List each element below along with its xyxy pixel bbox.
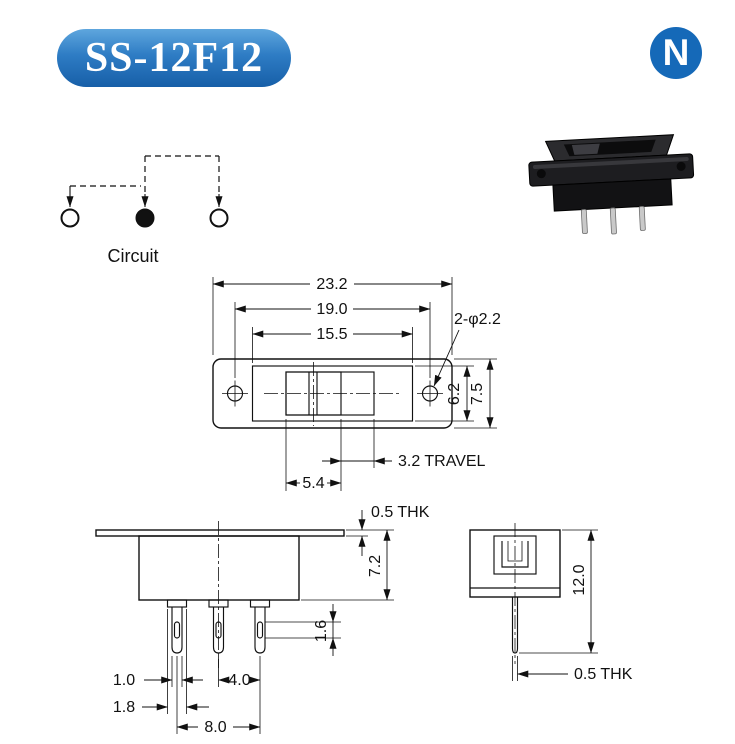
dim-pin-width: 1.0 (113, 656, 203, 689)
dim-pin-hole: 1.6 (265, 604, 341, 656)
circuit-diagram: Circuit (60, 155, 229, 266)
dim-plate-thickness-label: 0.5 THK (371, 504, 430, 521)
dim-boss-width-label: 1.8 (113, 699, 135, 716)
mounting-hole-photo-left (536, 169, 546, 179)
dim-flange-depth-label: 7.5 (469, 383, 486, 405)
dim-total-height: 12.0 (519, 529, 598, 654)
end-view-drawing: 12.0 0.5 THK (469, 523, 633, 683)
dim-pin-span: 8.0 (176, 656, 261, 736)
pin-left (171, 607, 183, 654)
dim-plate-thickness: 0.5 THK (346, 504, 430, 556)
brand-logo-letter: N (662, 32, 690, 73)
circuit-label: Circuit (107, 246, 158, 266)
terminal-right (209, 208, 229, 228)
dim-knob-width-label: 5.4 (302, 475, 324, 492)
dim-body-height: 7.2 (301, 529, 394, 601)
dim-pin-pitch-label: 4.0 (228, 672, 250, 689)
dim-body-depth: 6.2 (415, 365, 474, 422)
product-model-badge: SS-12F12 (57, 29, 291, 87)
pin-right (254, 607, 266, 654)
dim-flange-depth: 7.5 (454, 358, 497, 429)
switch-body-photo (552, 178, 673, 212)
dim-mounting-holes-note: 2-φ2.2 (433, 311, 501, 387)
dim-total-height-label: 12.0 (571, 564, 588, 595)
side-body-outline (138, 535, 300, 601)
dim-body-width-label: 15.5 (316, 326, 347, 343)
side-view-drawing: 0.5 THK 7.2 1.0 4.0 (95, 504, 430, 736)
dim-body-width: 15.5 (252, 326, 413, 363)
dim-pin-width-label: 1.0 (113, 672, 135, 689)
switch-knob (571, 143, 600, 155)
dim-pin-span-label: 8.0 (204, 719, 226, 736)
product-model-text: SS-12F12 (84, 35, 264, 81)
dim-body-depth-label: 6.2 (446, 383, 463, 405)
side-plate-outline (95, 529, 345, 537)
dim-overall-width-label: 23.2 (316, 276, 347, 293)
holes-note-label: 2-φ2.2 (454, 311, 501, 328)
dim-knob-width: 5.4 (285, 419, 342, 492)
switch-pins-photo (580, 206, 646, 235)
dim-overall-width: 23.2 (212, 276, 453, 355)
dim-pin-pitch: 4.0 (218, 656, 261, 689)
brand-logo: N (650, 27, 702, 79)
top-view-drawing: 23.2 19.0 15.5 2-φ2.2 (212, 276, 501, 492)
product-photo (528, 134, 695, 235)
terminal-common (135, 208, 155, 228)
dim-travel-label: 3.2 TRAVEL (398, 453, 486, 470)
dim-travel: 3.2 TRAVEL (322, 419, 486, 491)
dim-pin-thickness-label: 0.5 THK (574, 666, 633, 683)
dim-pin-hole-label: 1.6 (313, 620, 330, 642)
terminal-left (60, 208, 80, 228)
end-pin (511, 597, 519, 654)
dim-boss-width: 1.8 (113, 609, 209, 716)
mounting-hole-photo-right (676, 161, 686, 171)
dim-hole-spacing-label: 19.0 (316, 301, 347, 318)
dim-hole-spacing: 19.0 (234, 301, 431, 378)
dim-body-height-label: 7.2 (367, 555, 384, 577)
body-outline (251, 365, 414, 422)
dim-pin-thickness: 0.5 THK (512, 656, 633, 683)
flange-outline (212, 358, 453, 429)
